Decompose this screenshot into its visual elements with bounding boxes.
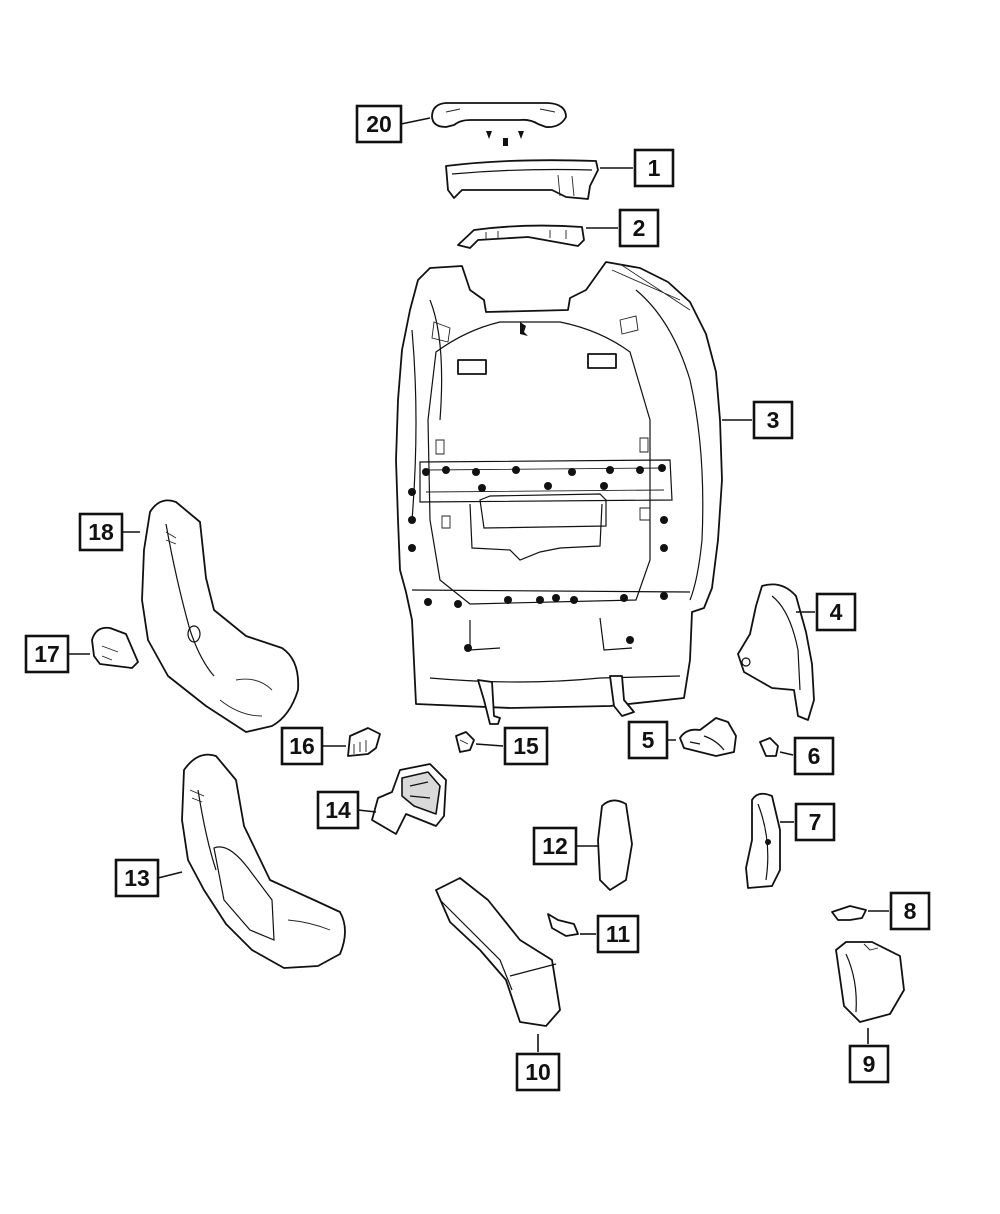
part-2-trim-bezel [457,224,585,249]
callout-label: 6 [808,743,821,769]
callout-label: 2 [633,215,646,241]
part-17-small-cover [91,626,139,669]
part-16-clip [347,727,381,757]
callout-11: 11 [596,914,640,954]
callout-label: 17 [34,641,60,667]
callout-6: 6 [793,736,835,776]
part-15-retainer-clip [455,731,475,753]
callout-label: 12 [542,833,568,859]
callout-9: 9 [848,1044,890,1084]
callout-15: 15 [503,726,549,766]
callout-label: 3 [767,407,780,433]
callout-label: 16 [289,733,315,759]
part-3-seat-back-frame [395,261,723,725]
callout-7: 7 [794,802,836,842]
callout-label: 10 [525,1059,551,1085]
callout-2: 2 [618,208,660,248]
callout-label: 13 [124,865,150,891]
callout-3: 3 [752,400,794,440]
callout-label: 4 [830,599,843,625]
callout-label: 11 [606,921,631,947]
callout-label: 5 [642,727,655,753]
callout-8: 8 [889,891,931,931]
callout-1: 1 [633,148,675,188]
part-5-recliner-handle [679,717,737,757]
callout-17: 17 [24,634,70,674]
part-14-switch-housing [371,763,447,835]
part-11-clip [547,913,579,937]
part-9-end-cap [835,941,905,1023]
part-8-clip [831,905,867,921]
callout-4: 4 [815,592,857,632]
callout-label: 8 [904,898,917,924]
callout-label: 7 [809,809,822,835]
part-18-upper-side-shield [141,499,300,733]
part-12-pad [597,799,633,891]
callout-13: 13 [114,858,160,898]
callout-18: 18 [78,512,124,552]
callout-14: 14 [316,790,360,830]
callout-label: 15 [513,733,539,759]
callout-10: 10 [515,1052,561,1092]
callout-label: 14 [325,797,351,823]
part-4-side-bracket [737,583,815,721]
part-10-lower-trim [435,877,561,1027]
part-6-bracket [759,737,779,757]
callout-label: 20 [366,111,392,137]
callout-16: 16 [280,726,324,766]
part-1-headrest-cap [445,159,599,200]
callout-label: 9 [863,1051,876,1077]
part-13-lower-side-shield [181,753,346,969]
callout-12: 12 [532,826,578,866]
part-20-assist-handle [431,102,567,146]
callout-label: 1 [648,155,661,181]
callout-5: 5 [627,720,669,760]
part-7-side-trim [745,792,781,889]
callout-20: 20 [355,104,403,144]
callout-label: 18 [88,519,114,545]
